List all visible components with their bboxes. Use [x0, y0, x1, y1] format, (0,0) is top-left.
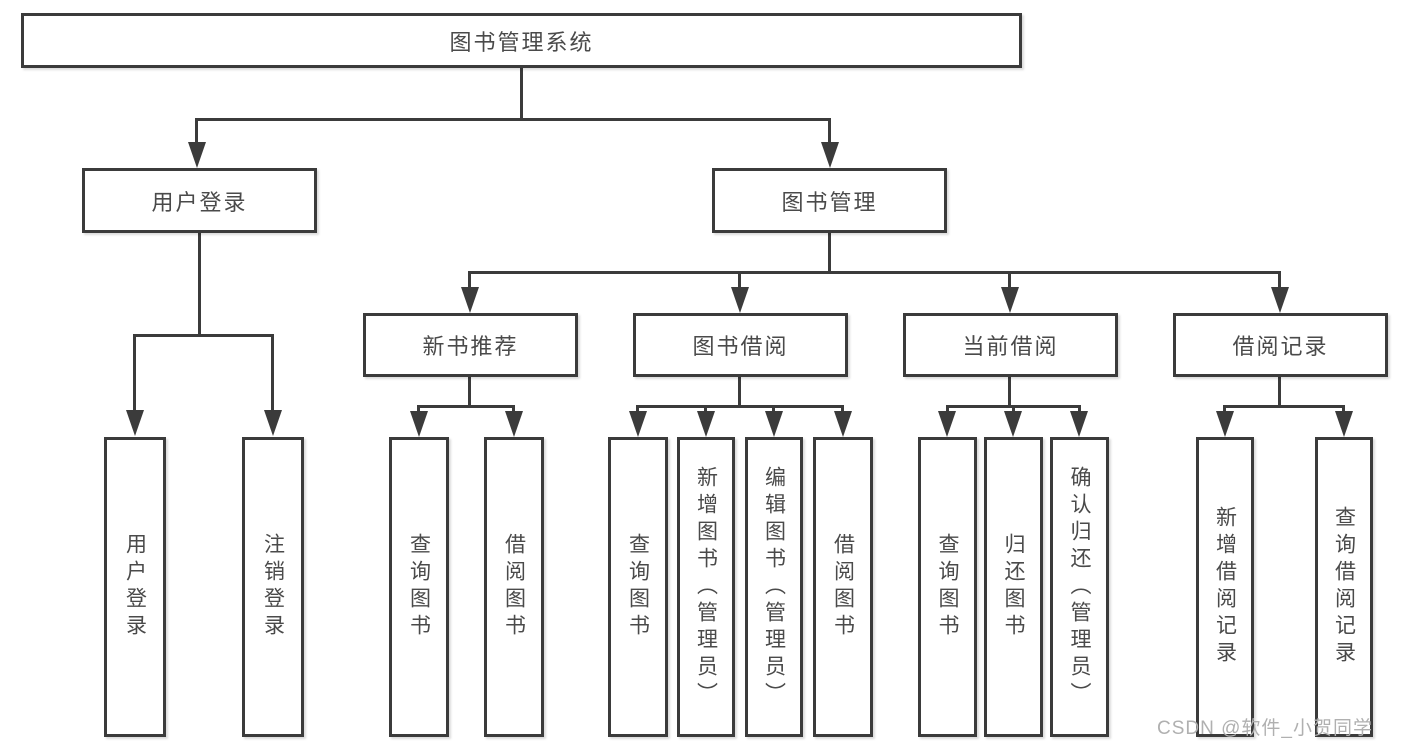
- connector-to-leaf: [1223, 405, 1226, 414]
- connector-current-borrow-stem: [1008, 377, 1011, 407]
- arrow-down-icon: [834, 411, 852, 437]
- connector-new-book-split: [417, 405, 515, 408]
- leaf-return-book: 归还图书: [984, 437, 1043, 737]
- connector-to-leaf: [841, 405, 844, 414]
- arrow-down-icon: [505, 411, 523, 437]
- connector-to-leaf: [704, 405, 707, 414]
- csdn-watermark: CSDN @软件_小贺同学: [1157, 718, 1373, 739]
- leaf-add-book-admin: 新增图书（管理员）: [677, 437, 735, 737]
- arrow-down-icon: [1004, 411, 1022, 437]
- node-label: 查询图书: [626, 533, 650, 641]
- arrow-down-icon: [697, 411, 715, 437]
- connector-book-management-split: [468, 271, 1281, 274]
- connector-to-current-borrow: [1008, 271, 1011, 288]
- connector-to-book-borrow: [738, 271, 741, 288]
- connector-to-leaf-logout: [271, 334, 274, 412]
- leaf-query-books-recommend: 查询图书: [389, 437, 449, 737]
- arrow-down-icon: [410, 411, 428, 437]
- arrow-down-icon: [1216, 411, 1234, 437]
- connector-to-leaf: [512, 405, 515, 414]
- arrow-down-icon: [1335, 411, 1353, 437]
- connector-to-leaf-user-login: [133, 334, 136, 412]
- node-label: 借阅图书: [502, 533, 526, 641]
- connector-root-split: [195, 118, 831, 121]
- leaf-logout: 注销登录: [242, 437, 304, 737]
- connector-to-new-book: [468, 271, 471, 288]
- node-label: 借阅图书: [831, 533, 855, 641]
- arrow-down-icon: [821, 142, 839, 168]
- arrow-down-icon: [731, 287, 749, 313]
- leaf-query-books-current: 查询图书: [918, 437, 977, 737]
- arrow-down-icon: [1070, 411, 1088, 437]
- node-label: 编辑图书（管理员）: [762, 465, 786, 709]
- arrow-down-icon: [629, 411, 647, 437]
- node-new-book-recommend: 新书推荐: [363, 313, 578, 377]
- node-borrow-records: 借阅记录: [1173, 313, 1388, 377]
- leaf-query-books-borrow: 查询图书: [608, 437, 668, 737]
- node-label: 当前借阅: [962, 334, 1059, 359]
- leaf-borrow-books: 借阅图书: [813, 437, 873, 737]
- arrow-down-icon: [938, 411, 956, 437]
- connector-borrow-records-stem: [1278, 377, 1281, 407]
- arrow-down-icon: [461, 287, 479, 313]
- connector-root-stem: [520, 68, 523, 121]
- node-label: 用户登录: [151, 189, 248, 215]
- node-label: 查询图书: [936, 533, 959, 641]
- leaf-confirm-return-admin: 确认归还（管理员）: [1050, 437, 1109, 737]
- connector-book-management-stem: [828, 233, 831, 274]
- node-label: 用户登录: [123, 533, 147, 641]
- connector-to-leaf: [772, 405, 775, 414]
- leaf-borrow-books-recommend: 借阅图书: [484, 437, 544, 737]
- leaf-add-borrow-record: 新增借阅记录: [1196, 437, 1254, 737]
- connector-user-login-stem: [198, 233, 201, 337]
- node-label: 归还图书: [1002, 533, 1025, 641]
- node-book-borrow: 图书借阅: [633, 313, 848, 377]
- connector-borrow-records-split: [1223, 405, 1345, 408]
- node-root-system: 图书管理系统: [21, 13, 1022, 68]
- connector-to-borrow-records: [1278, 271, 1281, 288]
- connector-book-borrow-split: [636, 405, 844, 408]
- arrow-down-icon: [126, 410, 144, 436]
- node-book-management: 图书管理: [712, 168, 947, 233]
- connector-to-leaf: [1078, 405, 1081, 414]
- node-label: 注销登录: [261, 533, 285, 641]
- node-label: 借阅记录: [1232, 334, 1329, 359]
- connector-book-borrow-stem: [738, 377, 741, 407]
- node-label: 新增图书（管理员）: [694, 465, 718, 709]
- node-label: 图书管理: [781, 189, 878, 215]
- node-current-borrow: 当前借阅: [903, 313, 1118, 377]
- leaf-user-login: 用户登录: [104, 437, 166, 737]
- connector-to-leaf: [1012, 405, 1015, 414]
- connector-to-user-login: [195, 118, 198, 144]
- connector-user-login-split: [133, 334, 274, 337]
- connector-to-book-management: [828, 118, 831, 144]
- connector-to-leaf: [946, 405, 949, 414]
- node-label: 查询图书: [407, 533, 431, 641]
- node-label: 新增借阅记录: [1213, 506, 1237, 668]
- arrow-down-icon: [1271, 287, 1289, 313]
- node-label: 新书推荐: [422, 334, 519, 359]
- arrow-down-icon: [188, 142, 206, 168]
- connector-to-leaf: [1342, 405, 1345, 414]
- node-user-login: 用户登录: [82, 168, 317, 233]
- leaf-edit-book-admin: 编辑图书（管理员）: [745, 437, 803, 737]
- arrow-down-icon: [765, 411, 783, 437]
- arrow-down-icon: [1001, 287, 1019, 313]
- node-label: 图书管理系统: [449, 29, 594, 55]
- arrow-down-icon: [264, 410, 282, 436]
- connector-to-leaf: [417, 405, 420, 414]
- connector-to-leaf: [636, 405, 639, 414]
- node-label: 图书借阅: [692, 334, 789, 359]
- leaf-query-borrow-record: 查询借阅记录: [1315, 437, 1373, 737]
- connector-new-book-stem: [468, 377, 471, 407]
- node-label: 查询借阅记录: [1332, 506, 1356, 668]
- node-label: 确认归还（管理员）: [1068, 465, 1091, 709]
